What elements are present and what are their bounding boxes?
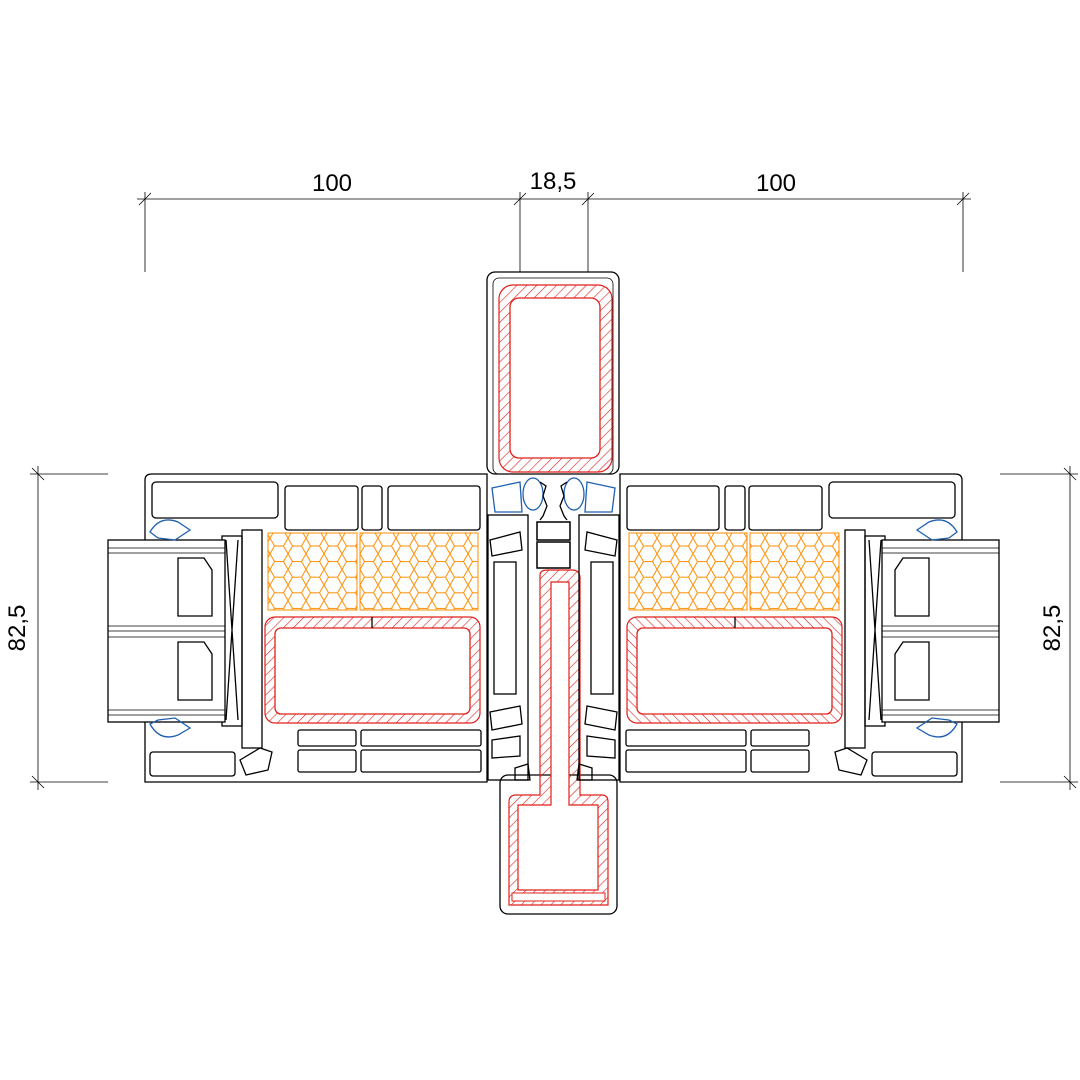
right-sash-profile xyxy=(536,473,1000,783)
left-sash-profile xyxy=(107,473,571,783)
dimension-right-height: 82,5 xyxy=(1039,605,1066,652)
top-mullion-profile xyxy=(486,271,620,475)
bottom-mullion-profile xyxy=(499,569,618,915)
dimension-mullion-width: 18,5 xyxy=(530,168,577,195)
dimension-left-height: 82,5 xyxy=(4,605,31,652)
left-height-dimension: 82,5 xyxy=(4,466,108,790)
glass-unit xyxy=(107,539,226,723)
dimension-right-width: 100 xyxy=(756,170,796,197)
top-dimension: 100 18,5 100 xyxy=(137,168,971,272)
right-height-dimension: 82,5 xyxy=(1000,466,1078,790)
dimension-left-width: 100 xyxy=(312,170,352,197)
